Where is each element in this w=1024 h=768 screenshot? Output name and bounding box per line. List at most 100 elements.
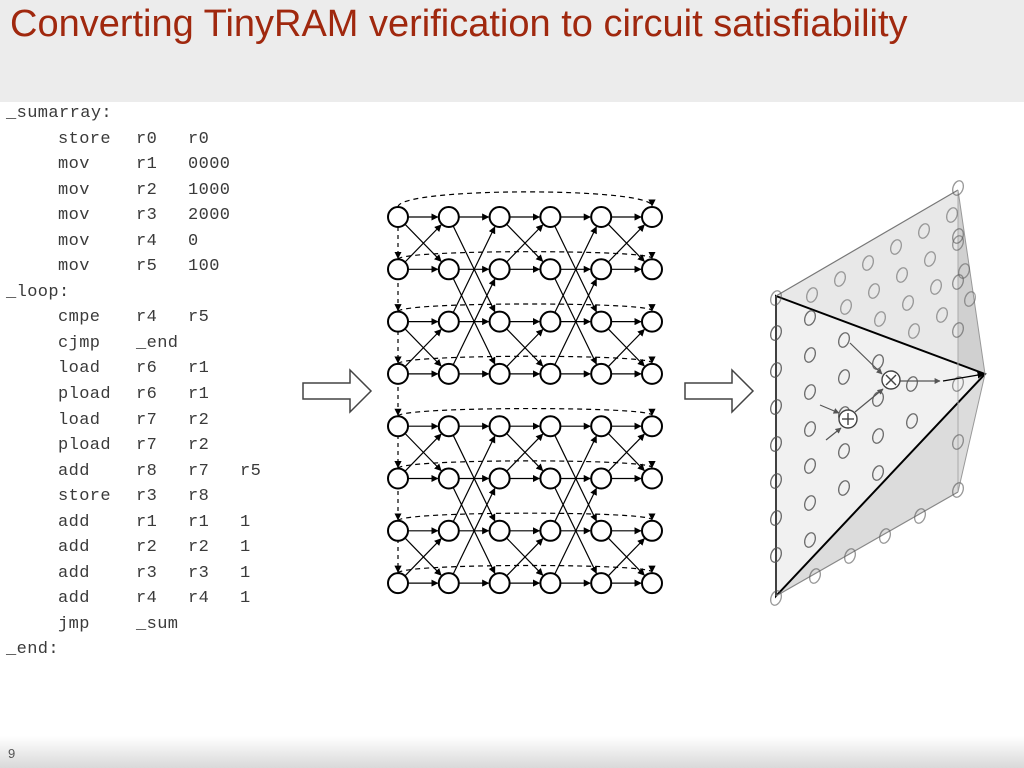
- code-token: load: [58, 359, 101, 379]
- network-node: [387, 572, 409, 595]
- code-token: cjmp: [58, 333, 101, 353]
- code-token: r7: [136, 436, 158, 456]
- code-token: r5: [136, 257, 158, 277]
- circuit-wire-node: [769, 399, 783, 415]
- network-node: [488, 415, 511, 438]
- circuit-wire-node: [951, 228, 965, 244]
- network-node: [488, 258, 511, 281]
- network-node: [590, 206, 613, 228]
- code-token: r1: [136, 155, 158, 175]
- network-node: [437, 310, 460, 333]
- network-node: [387, 310, 409, 333]
- network-edge: [506, 328, 544, 368]
- network-edge: [452, 435, 496, 523]
- circuit-wire-node: [951, 180, 965, 196]
- code-token: 100: [188, 257, 220, 277]
- network-node: [437, 572, 460, 595]
- network-node: [539, 467, 562, 490]
- network-node: [539, 258, 562, 281]
- code-token: load: [58, 410, 101, 430]
- network-node: [437, 467, 460, 490]
- code-token: r0: [188, 129, 210, 149]
- code-token: r4: [136, 589, 158, 609]
- circuit-wire-node: [803, 384, 817, 400]
- network-dashed-arc: [397, 512, 656, 522]
- code-label: _loop:: [6, 280, 306, 306]
- plus-gate-icon: [838, 409, 858, 429]
- network-node: [539, 310, 562, 333]
- circuit-wire-node: [769, 290, 783, 306]
- network-node: [387, 362, 409, 385]
- routing-network: [387, 191, 663, 595]
- code-token: 0: [188, 231, 199, 251]
- code-token: 1000: [188, 180, 231, 200]
- network-dashed-arc: [397, 303, 656, 313]
- code-token: r3: [136, 487, 158, 507]
- code-token: mov: [58, 257, 90, 277]
- network-node: [590, 415, 613, 438]
- code-token: r1: [188, 359, 210, 379]
- code-token: r2: [188, 410, 210, 430]
- network-node: [488, 572, 511, 595]
- circuit-wire-node: [871, 465, 885, 481]
- circuit-wire-node: [769, 590, 783, 606]
- code-token: r5: [188, 308, 210, 328]
- circuit-wire-node: [769, 362, 783, 378]
- circuit-wire-node: [769, 473, 783, 489]
- code-instruction: jmp_sum: [6, 612, 306, 638]
- network-edge: [506, 538, 544, 577]
- network-node: [539, 519, 562, 542]
- circuit-wire-node: [861, 255, 875, 271]
- circuit-wire-node: [951, 274, 965, 290]
- circuit-wire-node: [808, 568, 822, 584]
- code-token: r1: [188, 512, 210, 532]
- circuit-wire-node: [871, 354, 885, 370]
- network-edge: [452, 278, 496, 366]
- network-dashed-arc: [397, 191, 656, 208]
- circuit-wire-node: [803, 310, 817, 326]
- circuit-wire-node: [839, 299, 853, 315]
- circuit-wire-node: [769, 547, 783, 563]
- circuit-wire-node: [803, 458, 817, 474]
- network-edge: [607, 328, 645, 368]
- code-token: mov: [58, 180, 90, 200]
- circuit-wire-node: [805, 287, 819, 303]
- code-token: r1: [136, 512, 158, 532]
- circuit-wire-node: [957, 263, 971, 279]
- network-node: [488, 206, 511, 228]
- circuit-wire-node: [935, 307, 949, 323]
- network-edge: [607, 538, 645, 577]
- network-node: [539, 572, 562, 595]
- network-node: [641, 467, 663, 490]
- network-nodes: [387, 206, 663, 595]
- circuit-wire-node: [951, 376, 965, 392]
- network-node: [437, 258, 460, 281]
- code-token: 0000: [188, 155, 231, 175]
- code-token: add: [58, 461, 90, 481]
- network-edge: [452, 487, 496, 575]
- network-node: [590, 258, 613, 281]
- arrow-to-circuit-icon: [684, 368, 755, 414]
- network-edge: [554, 226, 597, 313]
- arrow-to-network-icon: [302, 368, 373, 414]
- code-token: add: [58, 512, 90, 532]
- network-node: [641, 362, 663, 385]
- circuit-wire-node: [837, 369, 851, 385]
- network-node: [488, 519, 511, 542]
- circuit-wire-node: [895, 267, 909, 283]
- code-token: r3: [188, 563, 210, 583]
- code-token: _end:: [6, 640, 60, 660]
- circuit-wire-node: [833, 271, 847, 287]
- code-token: 1: [240, 512, 251, 532]
- code-token: 1: [240, 589, 251, 609]
- code-token: store: [58, 129, 112, 149]
